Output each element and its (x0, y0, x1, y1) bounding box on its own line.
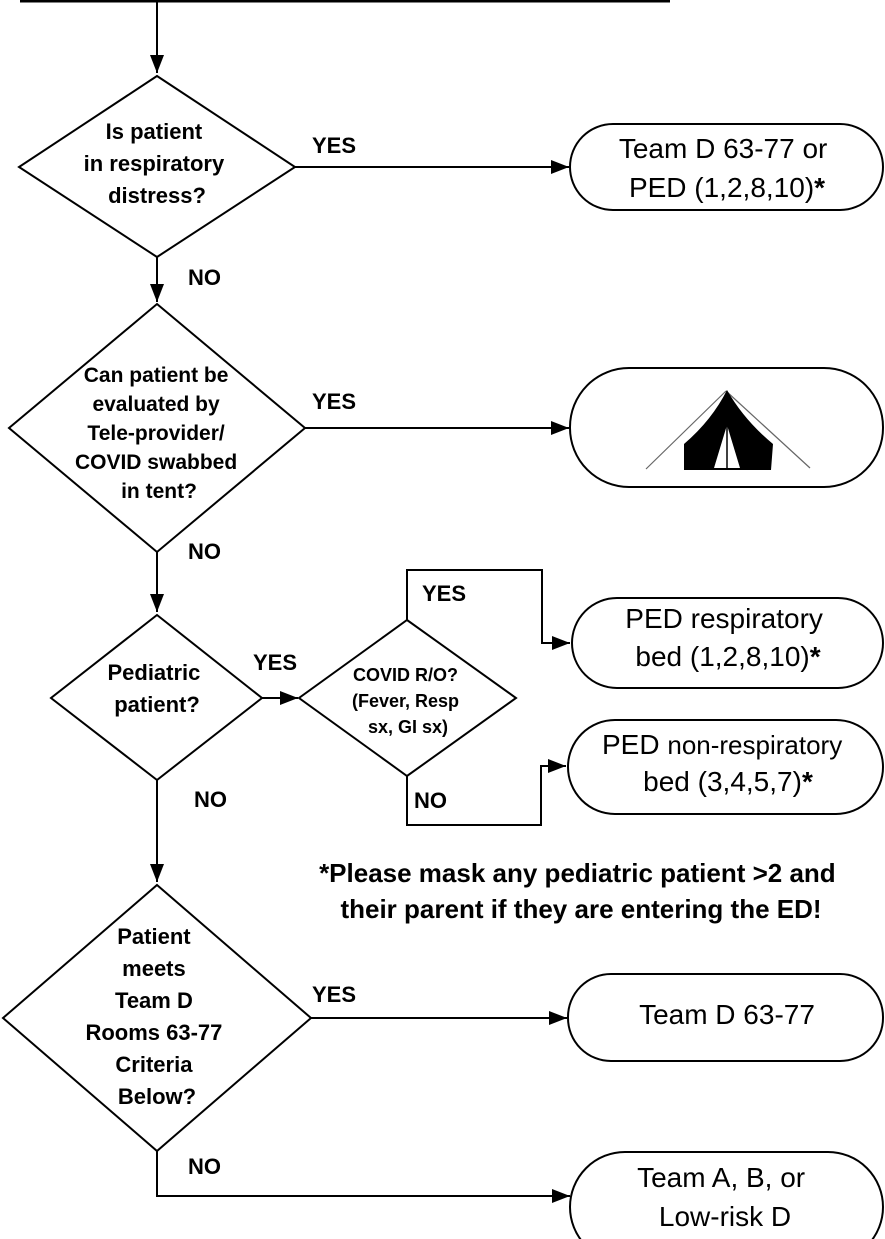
edge-covid-yes (406, 569, 570, 650)
outcome-ped-non-respiratory (567, 719, 884, 815)
decision-covid-ro-text: COVID R/O? (Fever, Resp sx, GI sx) (352, 665, 464, 737)
tent-icon (645, 390, 811, 470)
edge-label-no: NO (194, 787, 227, 812)
outcome-ped-respiratory-text: PED respiratory bed (1,2,8,10)* (625, 603, 830, 672)
edge-label-no: NO (188, 539, 221, 564)
edge-label-no: NO (188, 265, 221, 290)
edge-label-yes: YES (312, 133, 356, 158)
decision-tele-provider-text: Can patient be evaluated by Tele-provide… (75, 364, 243, 503)
edge-label-no: NO (414, 788, 447, 813)
outcome-team-d (567, 973, 884, 1062)
decision-respiratory-distress-text: Is patient in respiratory distress? (84, 119, 231, 208)
edge-team-d-no (156, 1151, 570, 1203)
outcome-team-abd (569, 1151, 884, 1239)
mask-note: *Please mask any pediatric patient >2 an… (319, 858, 843, 924)
outcome-team-d-or-ped-text: Team D 63-77 or PED (1,2,8,10)* (619, 133, 835, 203)
outcome-team-abd-text: Team A, B, or Low-risk D (637, 1162, 813, 1232)
edge-label-yes: YES (422, 581, 466, 606)
edge-label-yes: YES (312, 982, 356, 1007)
edge-label-yes: YES (253, 650, 297, 675)
outcome-ped-non-respiratory-text: PED non-respiratory bed (3,4,5,7)* (602, 729, 850, 797)
outcome-team-d-or-ped (569, 123, 884, 211)
decision-team-d-criteria-text: Patient meets Team D Rooms 63-77 Criteri… (85, 924, 228, 1109)
edge-covid-no (406, 759, 566, 826)
outcome-team-d-text: Team D 63-77 (639, 999, 815, 1030)
decision-pediatric-text: Pediatric patient? (107, 660, 206, 717)
edge-label-yes: YES (312, 389, 356, 414)
edge-label-no: NO (188, 1154, 221, 1179)
outcome-ped-respiratory (571, 597, 884, 689)
